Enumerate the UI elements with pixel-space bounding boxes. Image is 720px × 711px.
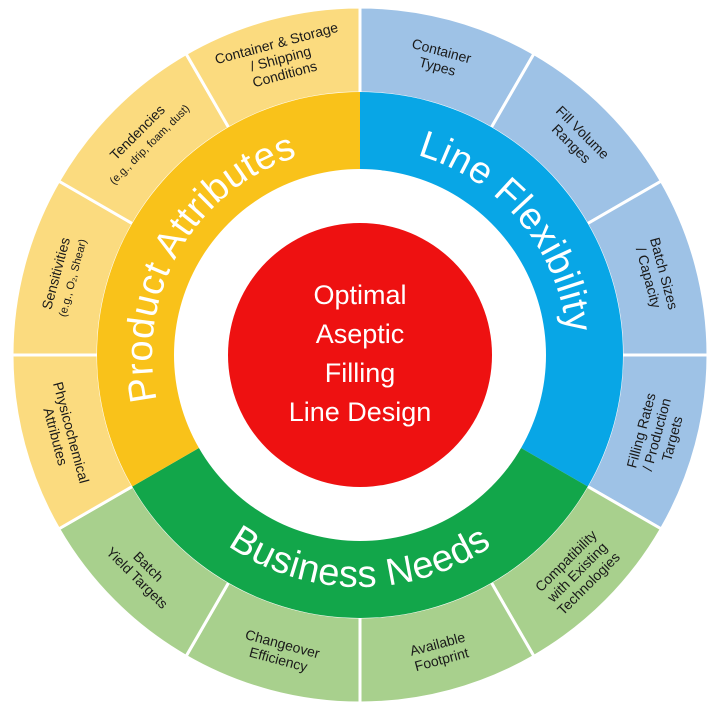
ring-sector-line-flexibility [360,92,623,487]
center-line-1: Optimal [313,280,406,310]
center-circle [228,223,492,487]
center-line-2: Aseptic [316,319,405,349]
ring-sector-product-attributes [97,92,360,487]
center-line-4: Line Design [289,397,432,427]
center-hub: Optimal Aseptic Filling Line Design [228,223,492,487]
ring-sector-business-needs [132,448,588,618]
center-line-3: Filling [325,358,396,388]
